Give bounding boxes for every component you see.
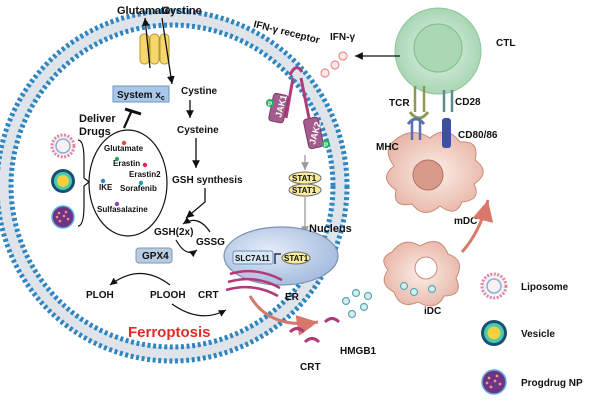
idc-vacuole: [414, 256, 438, 280]
glutamate-out-label: Glutamate: [117, 5, 171, 17]
drug-dot-ike: [100, 178, 106, 184]
gsh-oxidation-arrow: [175, 239, 198, 258]
hmgb1-particles: [341, 288, 373, 319]
nucleus-label: Nucleus: [309, 223, 352, 235]
drug-dot-erastin: [114, 156, 120, 162]
carrier-vesicle-icon: [51, 169, 75, 193]
mdc-label: mDC: [454, 216, 477, 227]
svg-text:P: P: [324, 143, 328, 149]
crt-out-label: CRT: [300, 362, 321, 373]
crt-exposure-arrow: [248, 295, 319, 336]
drug-erastin2: Erastin2: [129, 170, 161, 179]
cd80-label: CD80/86: [458, 130, 498, 141]
idc-hmgb1-2: [409, 287, 419, 297]
legend-vesicle-icon: [481, 320, 507, 346]
drug-dot-erastin2: [142, 162, 148, 168]
tcr-label: TCR: [389, 98, 410, 109]
ifn-receptor-chains: [284, 77, 311, 119]
system-xc-label: System xc: [117, 90, 165, 102]
ifn-gamma-molecules: [320, 51, 348, 78]
plooh-label: PLOOH: [150, 290, 186, 301]
deliver-drugs-line2: Drugs: [79, 126, 111, 138]
slc7a11-repression: [274, 253, 281, 264]
cd80-marker: [442, 118, 451, 148]
carrier-prodrug-icon: [51, 205, 75, 229]
tcr-stalk: [413, 86, 426, 112]
svg-text:STAT1: STAT1: [292, 174, 317, 183]
idc-maturation-arrow: [460, 199, 494, 254]
drug-sulfasalazine: Sulfasalazine: [97, 205, 148, 214]
drug-dot-sulfasalazine: [114, 201, 120, 207]
gssg-label: GSSG: [196, 237, 225, 248]
ctl-label: CTL: [496, 38, 515, 49]
crt-marker-1: [288, 327, 306, 334]
endoplasmic-reticulum: [225, 269, 283, 298]
gpx4-label: GPX4: [142, 251, 169, 262]
drug-ellipse: [88, 129, 168, 237]
legend-vesicle-label: Vesicle: [521, 329, 555, 340]
er-label: ER: [285, 292, 300, 303]
inhibition-line: [122, 109, 134, 129]
cell-membrane: [0, 8, 350, 364]
ifn-gamma-label: IFN-γ: [330, 32, 355, 43]
gsh-label: GSH(2x): [154, 227, 193, 238]
crt-in-label: CRT: [198, 290, 219, 301]
plooh-to-ploh-arrow: [109, 273, 171, 286]
gpx4-box: [135, 247, 173, 264]
cystine-import-arrow: [161, 17, 175, 85]
ploh-label: PLOH: [86, 290, 114, 301]
plooh-to-er-arrow: [171, 303, 227, 317]
gssg-recycle-arrow: [182, 217, 211, 233]
ifn-receptor-head: [288, 66, 304, 76]
stat1-nuclear: [281, 251, 311, 265]
mdc-nucleus: [412, 159, 444, 191]
svg-text:STAT1: STAT1: [292, 186, 317, 195]
ferroptosis-label: Ferroptosis: [128, 324, 211, 341]
ctl-nucleus: [413, 23, 463, 73]
glutamate-export-arrow: [141, 17, 151, 69]
slc7a11-label: SLC7A11: [235, 254, 270, 263]
gsh-synthesis-label: GSH synthesis: [172, 175, 243, 186]
gsh-synthesis-arrow: [185, 188, 206, 219]
crt-marker-2: [303, 337, 321, 344]
deliver-drugs-line1: Deliver: [79, 113, 116, 125]
drug-erastin: Erastin: [113, 159, 140, 168]
carrier-liposome-icon: [50, 133, 76, 159]
idc-hmgb1-3: [427, 284, 437, 294]
mhc-tip: [406, 117, 426, 125]
cysteine-label: Cysteine: [177, 125, 219, 136]
mhc-label: MHC: [376, 142, 399, 153]
cd28-stalk: [442, 90, 454, 112]
p-badge-jak1: [266, 99, 274, 107]
p-badge-jak2: [322, 140, 330, 148]
hmgb1-spacer: [356, 276, 385, 281]
jak2-box: [303, 116, 324, 150]
svg-text:STAT1: STAT1: [284, 254, 309, 263]
drug-dot-glutamate: [121, 140, 127, 146]
drug-ike: IKE: [99, 183, 113, 192]
crt-marker-3: [323, 317, 341, 324]
cystine-in-label: Cystine: [181, 86, 218, 97]
slc7a11-box: [232, 250, 274, 265]
drug-dot-sorafenib: [138, 180, 144, 186]
idc-label: iDC: [424, 306, 441, 317]
tcr-tip: [408, 111, 430, 120]
inhibition-bar: [124, 107, 142, 116]
legend-prodrug-label: Progdrug NP: [521, 378, 583, 389]
mhc-stalk: [410, 120, 422, 140]
hmgb1-label: HMGB1: [340, 346, 377, 357]
drug-sorafenib: Sorafenib: [120, 184, 157, 193]
cystine-out-label: Cystine: [162, 5, 202, 17]
legend-prodrug-icon: [481, 369, 507, 395]
carrier-brace: [77, 139, 90, 227]
legend-liposome-icon: [480, 272, 508, 300]
legend-liposome-label: Liposome: [521, 282, 569, 293]
cd28-label: CD28: [455, 97, 481, 108]
svg-text:P: P: [268, 102, 272, 108]
stat1-lower: [288, 183, 322, 197]
idc-hmgb1-1: [399, 281, 409, 291]
system-xc-box: [112, 85, 170, 103]
drug-glutamate: Glutamate: [104, 144, 144, 153]
